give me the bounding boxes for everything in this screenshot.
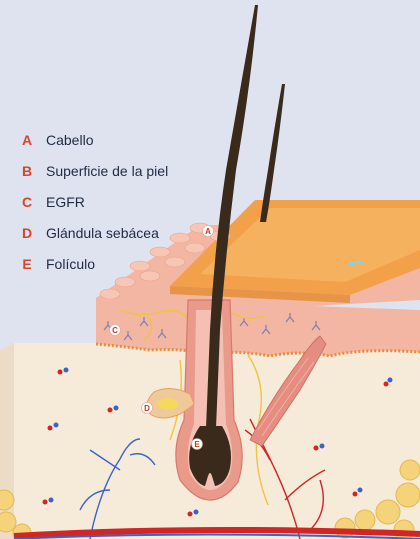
svg-text:A: A — [205, 227, 211, 236]
legend-letter: E — [20, 256, 34, 272]
legend-label: Superficie de la piel — [46, 163, 168, 179]
legend-label: EGFR — [46, 194, 85, 210]
legend-label: Folículo — [46, 256, 95, 272]
marker-a: A — [203, 226, 214, 237]
legend-item-follicle: E Folículo — [20, 248, 168, 279]
legend-letter: A — [20, 132, 34, 148]
marker-d: D — [142, 403, 153, 414]
svg-text:C: C — [112, 326, 118, 335]
legend-item-skin-surface: B Superficie de la piel — [20, 155, 168, 186]
legend-letter: C — [20, 194, 34, 210]
legend: A Cabello B Superficie de la piel C EGFR… — [20, 124, 168, 279]
marker-e: E — [192, 439, 203, 450]
legend-item-sebaceous-gland: D Glándula sebácea — [20, 217, 168, 248]
legend-item-hair: A Cabello — [20, 124, 168, 155]
svg-text:E: E — [194, 440, 200, 449]
legend-letter: D — [20, 225, 34, 241]
legend-label: Cabello — [46, 132, 93, 148]
sebaceous-sebum — [158, 398, 178, 410]
legend-letter: B — [20, 163, 34, 179]
svg-text:D: D — [144, 404, 150, 413]
legend-item-egfr: C EGFR — [20, 186, 168, 217]
epidermis-front-band — [96, 298, 420, 356]
marker-c: C — [110, 325, 121, 336]
legend-label: Glándula sebácea — [46, 225, 159, 241]
